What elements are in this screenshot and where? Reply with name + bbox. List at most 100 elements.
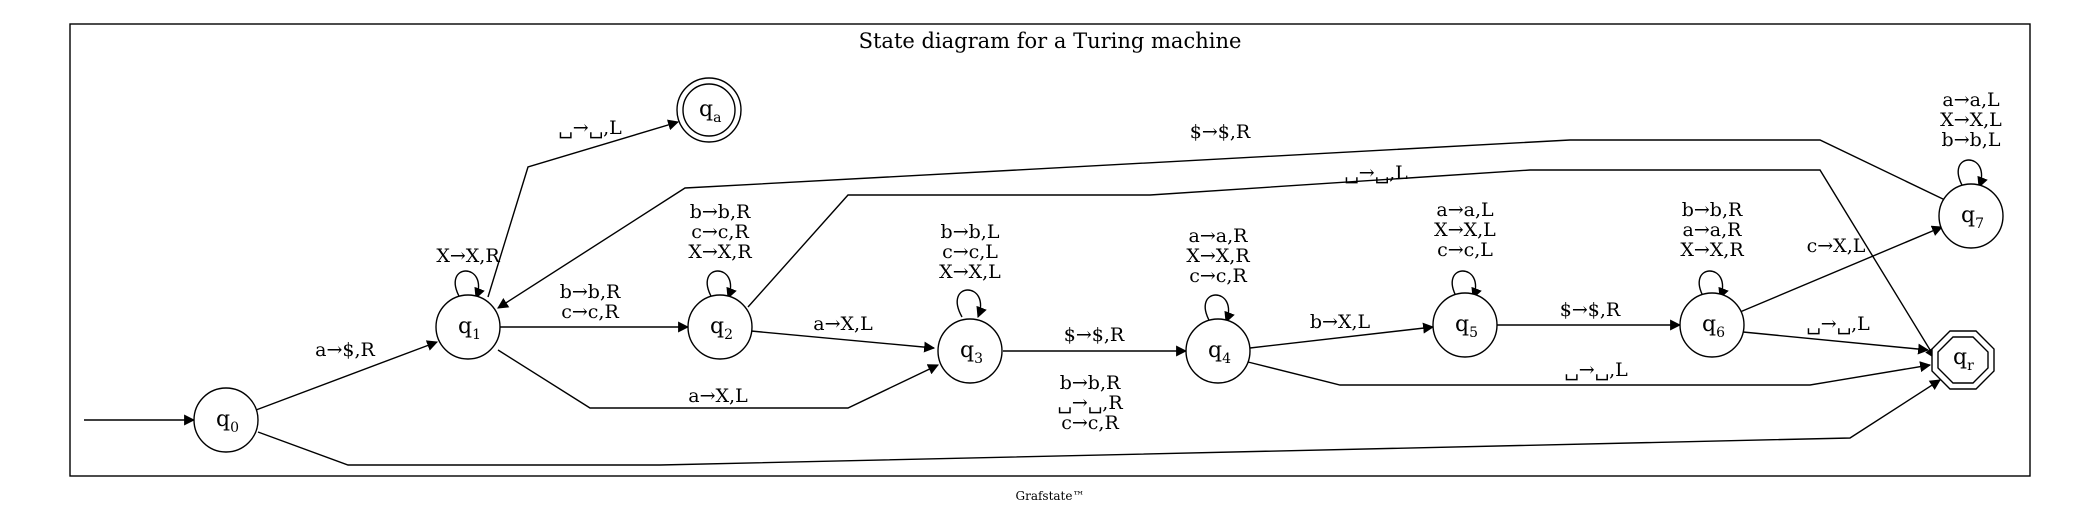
label-q4-self-3: c→c,R [1189, 265, 1247, 287]
label-q6-self-1: b→b,R [1682, 199, 1743, 221]
label-q5-self-2: X→X,L [1434, 219, 1496, 241]
edge-q7-self [1957, 159, 1988, 189]
state-q6: q6 [1679, 292, 1745, 358]
label-q5-self-3: c→c,L [1437, 239, 1493, 261]
state-subscript: 3 [974, 351, 983, 367]
label-q7-self-3: b→b,L [1942, 129, 2001, 151]
transition-edges [84, 119, 1988, 466]
label-q4-self-1: a→a,R [1189, 225, 1249, 247]
svg-text:qr: qr [1953, 345, 1974, 374]
edge-q2-q3 [750, 330, 936, 353]
label-q2-q3: a→X,L [813, 313, 873, 335]
state-subscript: 2 [724, 327, 733, 343]
svg-text:q6: q6 [1702, 312, 1725, 341]
edge-q4-self [1204, 294, 1235, 324]
label-q6-self-2: a→a,R [1683, 219, 1743, 241]
state-name: q [458, 314, 472, 339]
state-subscript: 7 [1975, 216, 1984, 232]
label-q7-self-1: a→a,L [1942, 89, 2000, 111]
state-q2: q2 [687, 294, 753, 360]
state-subscript: 6 [1716, 325, 1725, 341]
transition-labels: a→$,R b→b,R ␣→␣,R c→c,R X→X,R ␣→␣,L b→b,… [315, 89, 2002, 434]
edge-q5-self [1451, 270, 1482, 300]
edge-q7-q1 [497, 139, 1946, 309]
label-q1-q2-1: b→b,R [560, 281, 621, 303]
state-name: q [1953, 345, 1967, 370]
label-q2-qr: ␣→␣,L [1344, 162, 1408, 184]
svg-text:q1: q1 [458, 314, 481, 343]
edge-q2-self [706, 270, 737, 300]
state-subscript: 5 [1469, 325, 1478, 341]
edge-q6-self [1698, 270, 1729, 300]
label-q6-q7: c→X,L [1807, 235, 1866, 257]
edge-q3-self [956, 289, 987, 319]
svg-text:q2: q2 [710, 314, 733, 343]
edge-q6-q7 [1739, 225, 1944, 313]
state-name: q [1455, 312, 1469, 337]
svg-text:q0: q0 [216, 407, 239, 436]
label-q0-qr-1: b→b,R [1060, 372, 1121, 394]
label-q3-self-2: c→c,L [942, 241, 998, 263]
label-q7-q1: $→$,R [1190, 121, 1251, 143]
label-q3-self-1: b→b,L [941, 221, 1000, 243]
state-name: q [1702, 312, 1716, 337]
label-q2-self-3: X→X,R [688, 241, 752, 263]
label-q1-q2-2: c→c,R [561, 301, 619, 323]
state-q3: q3 [937, 318, 1003, 384]
state-q5: q5 [1432, 292, 1498, 358]
label-q1-qa: ␣→␣,L [558, 117, 622, 139]
label-q0-q1: a→$,R [315, 339, 375, 361]
label-q4-qr: ␣→␣,L [1564, 359, 1628, 381]
label-q6-qr: ␣→␣,L [1806, 313, 1870, 335]
edge-q1-qa [487, 119, 680, 298]
state-qr-reject: qr [1931, 330, 1995, 390]
edge-q6-qr [1742, 331, 1930, 355]
state-q4: q4 [1185, 318, 1251, 384]
state-name: q [1961, 203, 1975, 228]
edge-q4-q5 [1249, 322, 1435, 349]
edge-q4-qr [1247, 361, 1932, 386]
state-q0: q0 [193, 387, 259, 453]
svg-text:qa: qa [699, 97, 721, 126]
label-q5-self-1: a→a,L [1436, 199, 1494, 221]
state-q7: q7 [1938, 183, 2004, 249]
label-q1-q3: a→X,L [688, 385, 748, 407]
state-subscript: a [713, 110, 721, 126]
state-q1: q1 [435, 294, 501, 360]
svg-text:q4: q4 [1208, 338, 1231, 367]
state-qa-accept: qa [676, 77, 742, 143]
state-name: q [960, 338, 974, 363]
label-q2-self-2: c→c,R [691, 221, 749, 243]
label-q2-self-1: b→b,R [690, 201, 751, 223]
label-q5-q6: $→$,R [1560, 299, 1621, 321]
label-q1-self: X→X,R [436, 245, 500, 267]
state-name: q [216, 407, 230, 432]
state-name: q [699, 97, 713, 122]
diagram-frame [69, 23, 2031, 477]
footer-watermark: Grafstate™ [1016, 489, 1085, 503]
states: q0 q1 q2 q3 q4 q5 q6 q7 [193, 77, 2004, 453]
edge-q1-self [454, 270, 485, 300]
state-subscript: 1 [472, 327, 481, 343]
label-q3-self-3: X→X,L [939, 261, 1001, 283]
label-q6-self-3: X→X,R [1680, 239, 1744, 261]
label-q0-qr-3: c→c,R [1061, 412, 1119, 434]
state-name: q [710, 314, 724, 339]
svg-text:q3: q3 [960, 338, 983, 367]
label-q7-self-2: X→X,L [1940, 109, 2002, 131]
edge-q0-q1 [255, 340, 439, 411]
state-subscript: r [1967, 358, 1974, 374]
svg-text:q7: q7 [1961, 203, 1984, 232]
edge-q2-qr [747, 169, 1936, 359]
state-name: q [1208, 338, 1222, 363]
diagram-title: State diagram for a Turing machine [859, 29, 1242, 53]
label-q4-self-2: X→X,R [1186, 245, 1250, 267]
edge-q0-qr [257, 379, 1941, 466]
state-subscript: 0 [230, 420, 239, 436]
label-q3-q4: $→$,R [1064, 324, 1125, 346]
label-q4-q5: b→X,L [1310, 311, 1371, 333]
edge-q1-q3 [497, 349, 939, 409]
state-subscript: 4 [1222, 351, 1231, 367]
svg-text:q5: q5 [1455, 312, 1478, 341]
